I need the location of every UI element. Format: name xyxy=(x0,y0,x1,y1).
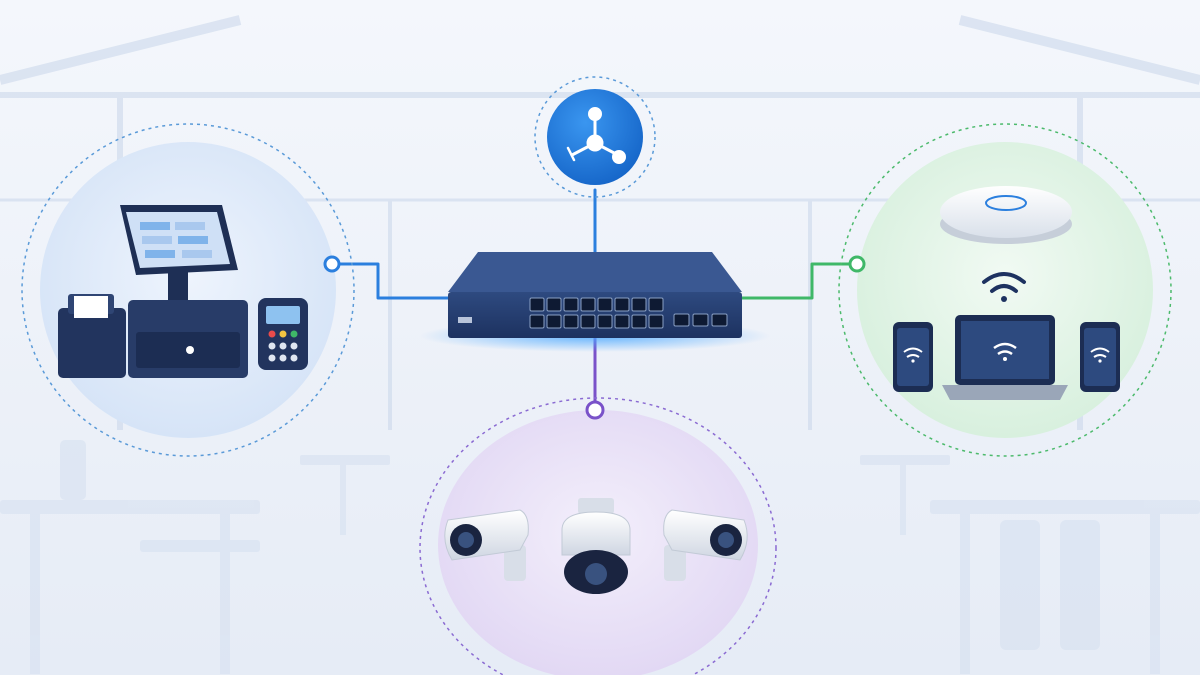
switch-model-label xyxy=(458,317,472,323)
background-restaurant xyxy=(0,15,1200,674)
ethernet-port xyxy=(529,297,545,312)
ethernet-port xyxy=(648,297,664,312)
wifi-access-point-icon xyxy=(940,186,1072,244)
ethernet-port xyxy=(546,314,562,329)
node-wireless xyxy=(838,123,1172,457)
wifi-signal-icon xyxy=(982,272,1026,302)
sfp-port xyxy=(711,313,728,327)
hub-outer-ring xyxy=(534,76,656,198)
ethernet-port xyxy=(563,314,579,329)
smartphone-right-icon xyxy=(1080,322,1120,392)
link-switch-to-pos xyxy=(330,262,450,300)
sfp-port xyxy=(692,313,709,327)
background-tables xyxy=(0,440,1200,674)
ethernet-port xyxy=(563,297,579,312)
network-hub-icon xyxy=(566,107,626,164)
link-switch-to-wireless xyxy=(740,262,859,300)
pos-node-ring xyxy=(21,123,355,457)
ethernet-port xyxy=(614,314,630,329)
ethernet-port xyxy=(631,297,647,312)
ethernet-port xyxy=(580,314,596,329)
ethernet-port xyxy=(580,297,596,312)
node-security-cameras xyxy=(419,397,777,675)
security-camera-icon xyxy=(444,498,748,594)
cameras-connector-dot xyxy=(585,400,605,420)
switch-sfp-ports xyxy=(673,313,728,327)
sfp-port xyxy=(673,313,690,327)
ethernet-port xyxy=(546,297,562,312)
wireless-node-ring xyxy=(838,123,1172,457)
ethernet-port xyxy=(597,297,613,312)
switch-top xyxy=(448,252,742,292)
bullet-camera-left-icon xyxy=(444,509,529,581)
smartphone-left-icon xyxy=(893,322,933,392)
network-switch xyxy=(420,252,770,352)
node-pos-system xyxy=(21,123,355,457)
pos-terminal-icon xyxy=(58,205,308,378)
ethernet-port xyxy=(597,314,613,329)
switch-ethernet-ports xyxy=(529,297,664,329)
bullet-camera-right-icon xyxy=(663,509,748,581)
laptop-icon xyxy=(942,315,1068,400)
pos-connector-dot xyxy=(323,255,341,273)
ethernet-port xyxy=(631,314,647,329)
node-network-hub xyxy=(534,76,656,198)
dome-camera-icon xyxy=(561,498,631,594)
ethernet-port xyxy=(614,297,630,312)
wireless-connector-dot xyxy=(848,255,866,273)
ethernet-port xyxy=(648,314,664,329)
cameras-node-ring xyxy=(419,397,777,675)
ethernet-port xyxy=(529,314,545,329)
